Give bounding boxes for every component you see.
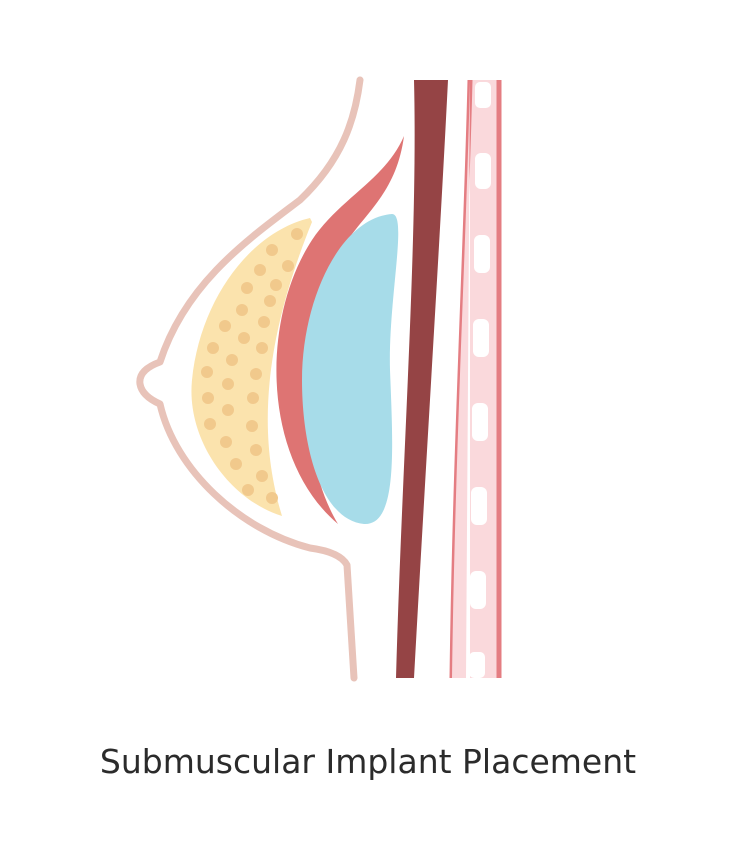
- fat-dots: [201, 228, 303, 504]
- rib-segments: [469, 82, 491, 678]
- skin-outline: [136, 76, 364, 682]
- breast-anatomy-illustration: [136, 76, 502, 682]
- implant: [302, 214, 399, 525]
- diagram-caption: Submuscular Implant Placement: [99, 742, 637, 781]
- rib-cage: [449, 79, 502, 679]
- chest-wall-muscle: [396, 80, 448, 678]
